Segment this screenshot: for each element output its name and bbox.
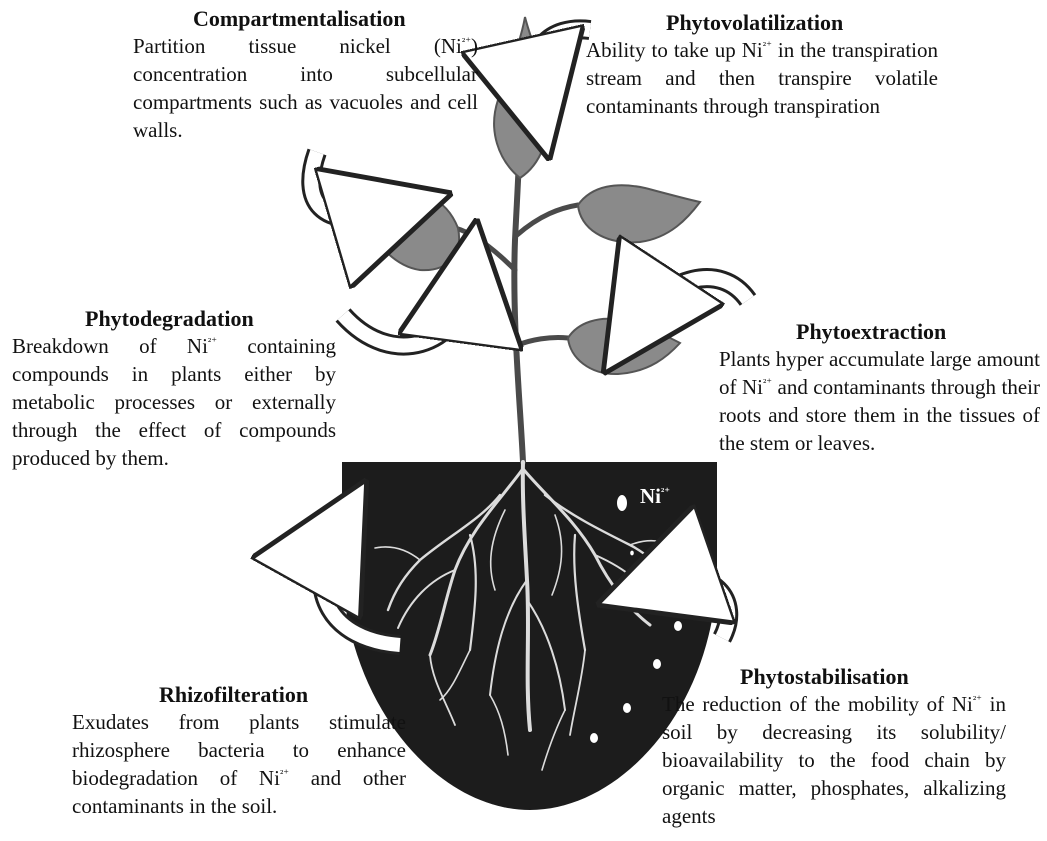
phytodegradation-title: Phytodegradation: [85, 306, 336, 332]
phytostabilisation-block: Phytostabilisation The reduction of the …: [662, 664, 1006, 841]
phytovolatilization-body: Ability to take up Ni²⁺ in the transpira…: [586, 36, 938, 120]
phytovolatilization-block: Phytovolatilization Ability to take up N…: [586, 10, 938, 120]
phytodegradation-body: Breakdown of Ni²⁺ containing compounds i…: [12, 332, 336, 472]
phytovolatilization-title: Phytovolatilization: [666, 10, 938, 36]
soil-ni-label: Ni²⁺: [640, 484, 670, 509]
rhizofilteration-block: Rhizofilteration Exudates from plants st…: [72, 682, 406, 820]
phytostabilisation-body: The reduction of the mobility of Ni²⁺ in…: [662, 690, 1006, 830]
compartmentalisation-body: Partition tissue nickel (Ni²⁺) concentra…: [133, 32, 478, 144]
phytoextraction-block: Phytoextraction Plants hyper accumulate …: [719, 319, 1040, 457]
arrow-phytoextraction: [640, 278, 748, 318]
arrow-phytodegradation: [343, 285, 468, 346]
phytostabilisation-title: Phytostabilisation: [740, 664, 1006, 690]
compartmentalisation-title: Compartmentalisation: [193, 6, 478, 32]
arrow-compartmentalisation: [311, 152, 388, 218]
phytoextraction-title: Phytoextraction: [796, 319, 1040, 345]
phytoextraction-body: Plants hyper accumulate large amount of …: [719, 345, 1040, 457]
compartmentalisation-block: Compartmentalisation Partition tissue ni…: [133, 6, 478, 144]
right-upper-leaf: [578, 185, 700, 242]
rhizofilteration-title: Rhizofilteration: [159, 682, 406, 708]
arrow-phytovolatilization: [533, 29, 590, 95]
rhizofilteration-body: Exudates from plants stimulate rhizosphe…: [72, 708, 406, 820]
phytodegradation-block: Phytodegradation Breakdown of Ni²⁺ conta…: [12, 306, 336, 472]
right-lower-leaf: [568, 319, 680, 374]
left-upper-leaf: [350, 191, 459, 270]
